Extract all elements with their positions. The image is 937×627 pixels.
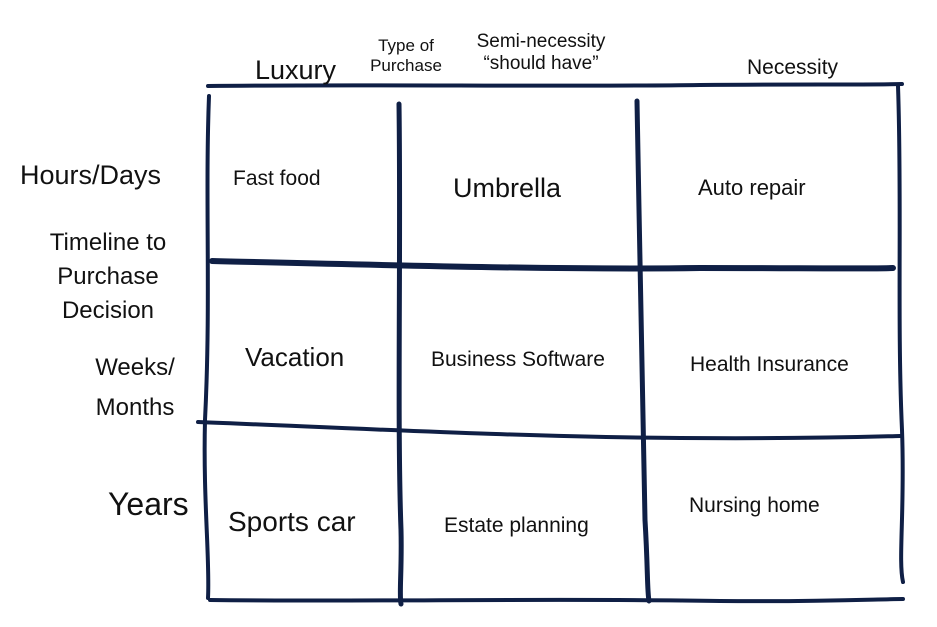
header-necessity: Necessity bbox=[747, 56, 839, 79]
header-type-of-purchase-line-2: Purchase bbox=[370, 55, 442, 75]
grid-top-border bbox=[206, 82, 904, 88]
cell-business-software: Business Software bbox=[431, 348, 605, 371]
cell-estate-planning: Estate planning bbox=[444, 514, 589, 537]
cell-auto-repair: Auto repair bbox=[698, 175, 806, 200]
cell-vacation: Vacation bbox=[245, 342, 345, 372]
grid-column-divider-1 bbox=[396, 101, 404, 607]
header-type-of-purchase-line-1: Type of bbox=[378, 36, 434, 55]
side-timeline-line-2: Purchase bbox=[57, 263, 159, 290]
side-timeline-to-purchase-decision: Timeline to Purchase Decision bbox=[28, 226, 188, 328]
cell-health-insurance: Health Insurance bbox=[690, 353, 849, 376]
header-semi-necessity-line-2: “should have” bbox=[483, 52, 599, 74]
header-type-of-purchase: Type of Purchase bbox=[362, 36, 450, 75]
header-semi-necessity-line-1: Semi-necessity bbox=[476, 31, 606, 52]
grid-bottom-border bbox=[208, 597, 905, 604]
side-weeks-line-1: Weeks/ bbox=[95, 354, 175, 381]
side-timeline-line-1: Timeline to bbox=[49, 229, 167, 256]
cell-fast-food: Fast food bbox=[233, 167, 321, 190]
cell-umbrella: Umbrella bbox=[453, 173, 562, 203]
side-years: Years bbox=[108, 486, 189, 522]
cell-sports-car: Sports car bbox=[228, 506, 356, 537]
grid-row-divider-2 bbox=[196, 420, 902, 441]
side-hours-days: Hours/Days bbox=[20, 160, 162, 190]
grid-row-divider-1 bbox=[209, 258, 896, 272]
header-luxury: Luxury bbox=[255, 55, 337, 85]
side-weeks-line-2: Months bbox=[95, 394, 175, 421]
grid-left-border bbox=[202, 94, 211, 600]
side-weeks-months: Weeks/ Months bbox=[80, 348, 190, 428]
header-semi-necessity: Semi-necessity “should have” bbox=[455, 31, 627, 75]
grid-right-border bbox=[896, 84, 905, 584]
cell-nursing-home: Nursing home bbox=[689, 494, 820, 517]
side-timeline-line-3: Decision bbox=[61, 297, 155, 324]
grid-column-divider-2 bbox=[634, 98, 652, 604]
